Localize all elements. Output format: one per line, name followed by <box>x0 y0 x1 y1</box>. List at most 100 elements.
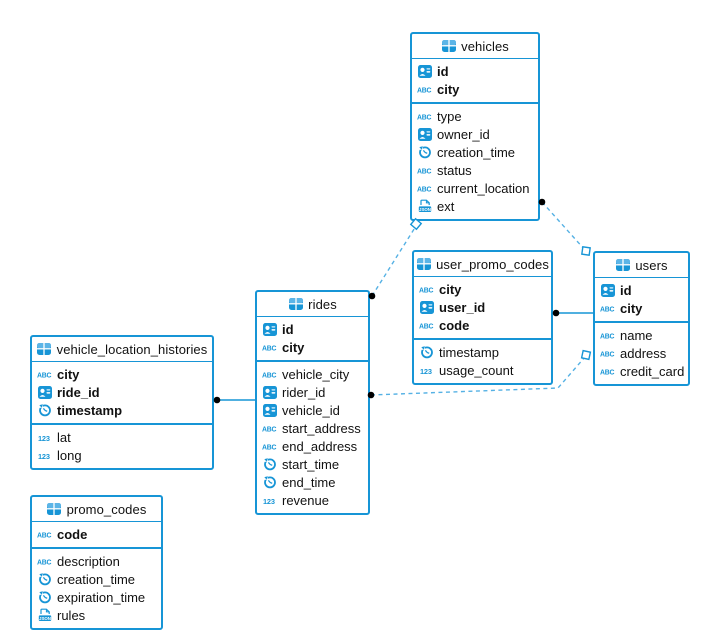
column-name: id <box>620 282 632 298</box>
table-grid-icon <box>416 258 431 270</box>
svg-text:ABC: ABC <box>417 168 432 174</box>
svg-text:123: 123 <box>420 366 432 374</box>
column-name: city <box>437 81 460 97</box>
abc-text-icon: ABC <box>37 370 52 378</box>
clock-icon <box>419 345 434 359</box>
column-row-city[interactable]: ABC city <box>417 80 534 98</box>
id-badge-icon <box>37 385 52 399</box>
column-row-expiration_time[interactable]: expiration_time <box>37 588 157 606</box>
svg-text:ABC: ABC <box>417 87 432 93</box>
column-name: city <box>439 281 462 297</box>
column-row-timestamp[interactable]: timestamp <box>419 343 547 361</box>
svg-text:ABC: ABC <box>262 444 277 450</box>
svg-text:ABC: ABC <box>419 287 434 293</box>
column-row-rider_id[interactable]: rider_id <box>262 383 364 401</box>
svg-text:ABC: ABC <box>417 186 432 192</box>
table-header[interactable]: users <box>595 253 688 278</box>
column-row-id[interactable]: id <box>600 281 684 299</box>
column-name: name <box>620 327 653 343</box>
column-row-timestamp[interactable]: timestamp <box>37 401 208 419</box>
column-row-city[interactable]: ABC city <box>419 280 547 298</box>
fk-endpoint-dot-user_promo_codes <box>552 309 560 317</box>
json-icon: JSON <box>417 199 432 213</box>
id-badge-icon <box>262 403 277 417</box>
clock-icon <box>37 572 52 586</box>
number-123-icon: 123 <box>37 433 52 441</box>
column-name: id <box>437 63 449 79</box>
column-row-creation_time[interactable]: creation_time <box>417 143 534 161</box>
column-row-name[interactable]: ABC name <box>600 326 684 344</box>
table-header[interactable]: vehicles <box>412 34 538 59</box>
id-badge-icon <box>417 127 432 141</box>
abc-text-icon: ABC <box>600 367 615 375</box>
column-name: revenue <box>282 492 329 508</box>
column-row-city[interactable]: ABC city <box>262 338 364 356</box>
column-row-ext[interactable]: JSON ext <box>417 197 534 215</box>
id-badge-icon <box>262 385 277 399</box>
svg-text:ABC: ABC <box>262 372 277 378</box>
table-header[interactable]: rides <box>257 292 368 317</box>
abc-text-icon: ABC <box>262 343 277 351</box>
column-row-creation_time[interactable]: creation_time <box>37 570 157 588</box>
abc-text-icon: ABC <box>417 166 432 174</box>
abc-text-icon: ABC <box>262 424 277 432</box>
svg-text:ABC: ABC <box>37 559 52 565</box>
column-row-id[interactable]: id <box>417 62 534 80</box>
table-header[interactable]: user_promo_codes <box>414 252 551 277</box>
svg-text:123: 123 <box>38 451 50 459</box>
svg-text:ABC: ABC <box>262 426 277 432</box>
table-grid-icon <box>37 343 52 355</box>
column-row-id[interactable]: id <box>262 320 364 338</box>
table-title: vehicle_location_histories <box>56 341 208 357</box>
table-header[interactable]: promo_codes <box>32 497 161 522</box>
column-row-user_id[interactable]: user_id <box>419 298 547 316</box>
abc-text-icon: ABC <box>419 285 434 293</box>
column-name: owner_id <box>437 126 490 142</box>
table-grid-icon <box>441 40 456 52</box>
svg-text:ABC: ABC <box>600 333 615 339</box>
column-name: creation_time <box>437 144 516 160</box>
column-row-ride_id[interactable]: ride_id <box>37 383 208 401</box>
column-name: city <box>282 339 305 355</box>
fk-line-rides-vehicles <box>371 225 417 297</box>
column-row-vehicle_id[interactable]: vehicle_id <box>262 401 364 419</box>
id-badge-icon <box>419 300 434 314</box>
table-grid-icon <box>615 259 630 271</box>
column-row-start_time[interactable]: start_time <box>262 455 364 473</box>
table-header[interactable]: vehicle_location_histories <box>32 337 212 362</box>
abc-text-icon: ABC <box>262 442 277 450</box>
clock-icon <box>417 145 432 159</box>
column-name: timestamp <box>439 344 499 360</box>
column-name: timestamp <box>57 402 123 418</box>
column-row-end_time[interactable]: end_time <box>262 473 364 491</box>
column-row-owner_id[interactable]: owner_id <box>417 125 534 143</box>
column-name: ext <box>437 198 455 214</box>
